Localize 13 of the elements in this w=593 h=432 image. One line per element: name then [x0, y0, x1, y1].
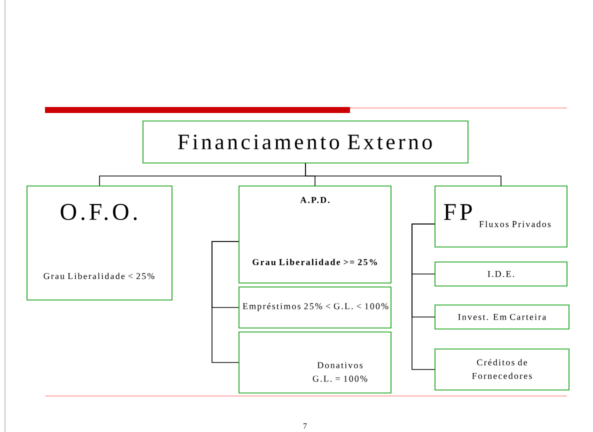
- text-box: Empréstimos 25% < G.L. < 100%: [238, 286, 392, 328]
- text-box: Donativos G.L. = 100%: [238, 332, 392, 394]
- text-box: O.F.O. Grau Liberalidade < 25%: [26, 186, 172, 300]
- text-box: Créditos de Fornecedores: [434, 348, 570, 390]
- text-box: I.D.E.: [434, 262, 568, 286]
- text-box: Financiamento Externo: [142, 120, 468, 164]
- connector-line: [305, 162, 502, 186]
- text-box: FP Fluxos Privados: [434, 186, 568, 248]
- page-number: 7: [304, 423, 307, 429]
- connector-line: [412, 224, 436, 370]
- text-box: A.P.D. Grau Liberalidade >= 25%: [238, 186, 392, 284]
- connector-line: [212, 241, 240, 363]
- text-box: Invest. Em Carteira: [434, 304, 570, 330]
